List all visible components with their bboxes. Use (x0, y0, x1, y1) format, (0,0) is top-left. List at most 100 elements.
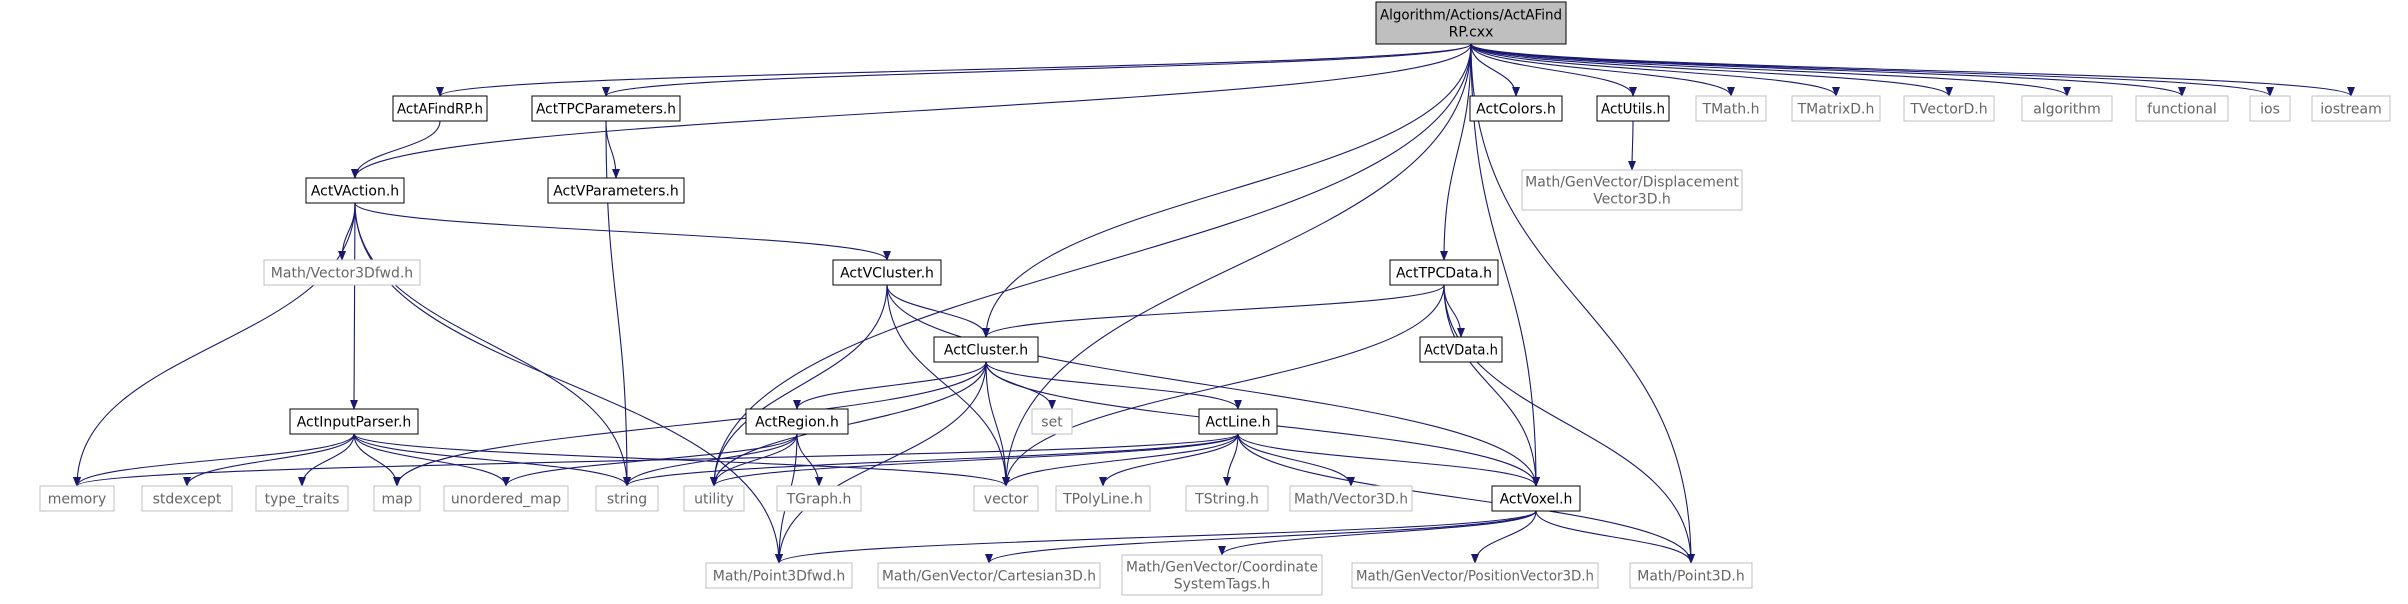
node-box (531, 95, 681, 122)
edge-actregion-to-utility (710, 433, 798, 487)
node-box (705, 562, 853, 589)
edge-actline-to-mathvec3d (1237, 433, 1355, 487)
edge-actline-to-string (623, 433, 1239, 487)
node-root[interactable]: Algorithm/Actions/ActAFindRP.cxx (1375, 1, 1567, 45)
edge-root-to-actutils (1470, 43, 1637, 97)
node-actcolors[interactable]: ActColors.h (1469, 95, 1563, 122)
node-box (595, 485, 659, 512)
node-box (2135, 95, 2229, 122)
node-posvec3d: Math/GenVector/PositionVector3D.h (1351, 562, 1599, 589)
node-label: type_traits (265, 492, 340, 508)
node-tpolyline: TPolyLine.h (1055, 485, 1151, 512)
node-box (1375, 1, 1567, 45)
node-acttpcdata[interactable]: ActTPCData.h (1389, 259, 1499, 286)
edge-actvaction-to-string (354, 202, 631, 487)
node-label: SystemTags.h (1174, 577, 1271, 593)
edge-root-to-functional (1470, 43, 2186, 97)
node-functional: functional (2135, 95, 2229, 122)
node-label: ActVoxel.h (1500, 492, 1573, 508)
node-actline[interactable]: ActLine.h (1198, 408, 1278, 435)
edge-actinputparser-to-map (353, 433, 401, 487)
node-acttpcparams[interactable]: ActTPCParameters.h (531, 95, 681, 122)
node-label: TMath.h (1702, 102, 1760, 118)
node-actcluster[interactable]: ActCluster.h (933, 336, 1039, 363)
node-box (1521, 169, 1743, 211)
node-mathvec3d: Math/Vector3D.h (1289, 485, 1413, 512)
node-label: Math/GenVector/Cartesian3D.h (882, 569, 1096, 585)
node-label: Math/Vector3D.h (1294, 492, 1408, 508)
edge-actline-to-memory (73, 433, 1239, 487)
node-label: Algorithm/Actions/ActAFind (1380, 8, 1562, 24)
node-label: ActRegion.h (755, 415, 839, 431)
node-actafindrp[interactable]: ActAFindRP.h (392, 95, 488, 122)
edge-root-to-tmath (1470, 43, 1735, 97)
node-box (1419, 336, 1503, 363)
node-label: unordered_map (451, 492, 561, 508)
node-box (832, 259, 942, 286)
node-box (1629, 562, 1753, 589)
node-box (289, 408, 419, 435)
node-label: algorithm (2033, 102, 2101, 118)
node-actvaction[interactable]: ActVAction.h (305, 177, 405, 204)
node-label: TPolyLine.h (1062, 492, 1143, 508)
node-memory: memory (39, 485, 115, 512)
edge-actvoxel-to-cartesian3d (985, 510, 1537, 564)
edge-actline-to-tpolyline (1099, 433, 1239, 487)
edge-root-to-actcluster (982, 43, 1472, 338)
node-label: ActLine.h (1205, 415, 1270, 431)
node-box (1903, 95, 1995, 122)
node-label: Math/GenVector/Coordinate (1126, 560, 1318, 576)
edge-acttpcparams-to-actvparams (605, 120, 620, 179)
node-box (547, 177, 685, 204)
node-box (1289, 485, 1413, 512)
node-typetraits: type_traits (255, 485, 349, 512)
node-actinputparser[interactable]: ActInputParser.h (289, 408, 419, 435)
node-box (1351, 562, 1599, 589)
node-actvoxel[interactable]: ActVoxel.h (1491, 485, 1581, 512)
edge-acttpcdata-to-actcluster (982, 284, 1445, 338)
node-box (443, 485, 569, 512)
edge-root-to-actvaction (351, 43, 1472, 179)
edge-root-to-acttpcparams (602, 43, 1472, 97)
node-box (305, 177, 405, 204)
node-ios: ios (2249, 95, 2291, 122)
node-label: iostream (2320, 102, 2382, 118)
node-vector: vector (973, 485, 1039, 512)
edge-actline-to-tstring (1223, 433, 1239, 487)
node-label: stdexcept (153, 492, 222, 508)
node-box (373, 485, 421, 512)
node-box (1491, 485, 1581, 512)
node-label: Math/Point3D.h (1637, 569, 1745, 585)
node-box (1055, 485, 1151, 512)
node-box (1198, 408, 1278, 435)
node-box (2021, 95, 2113, 122)
node-label: memory (48, 492, 107, 508)
node-label: RP.cxx (1449, 25, 1494, 41)
node-label: ActInputParser.h (297, 415, 412, 431)
edge-actinputparser-to-memory (73, 433, 355, 487)
edge-actregion-to-tgraph (796, 433, 823, 487)
node-box (973, 485, 1039, 512)
node-box (745, 408, 849, 435)
node-string: string (595, 485, 659, 512)
node-actvparams[interactable]: ActVParameters.h (547, 177, 685, 204)
node-actvdata[interactable]: ActVData.h (1419, 336, 1503, 363)
node-box (1695, 95, 1767, 122)
edge-actcluster-to-utility (710, 361, 987, 487)
edge-actregion-to-string (623, 433, 798, 487)
edge-actcluster-to-vector (985, 361, 1010, 487)
edge-actline-to-point3d (1237, 433, 1695, 564)
edge-actcluster-to-actregion (793, 361, 987, 410)
node-actutils[interactable]: ActUtils.h (1596, 95, 1670, 122)
node-actvcluster[interactable]: ActVCluster.h (832, 259, 942, 286)
node-actregion[interactable]: ActRegion.h (745, 408, 849, 435)
node-tmatrixd: TMatrixD.h (1791, 95, 1881, 122)
edge-actvcluster-to-actcluster (886, 284, 990, 338)
node-box (1031, 408, 1073, 435)
node-point3dfwd: Math/Point3Dfwd.h (705, 562, 853, 589)
node-label: ActVParameters.h (553, 184, 679, 200)
edge-root-to-tvectord (1470, 43, 1953, 97)
node-label: Vector3D.h (1593, 192, 1671, 208)
